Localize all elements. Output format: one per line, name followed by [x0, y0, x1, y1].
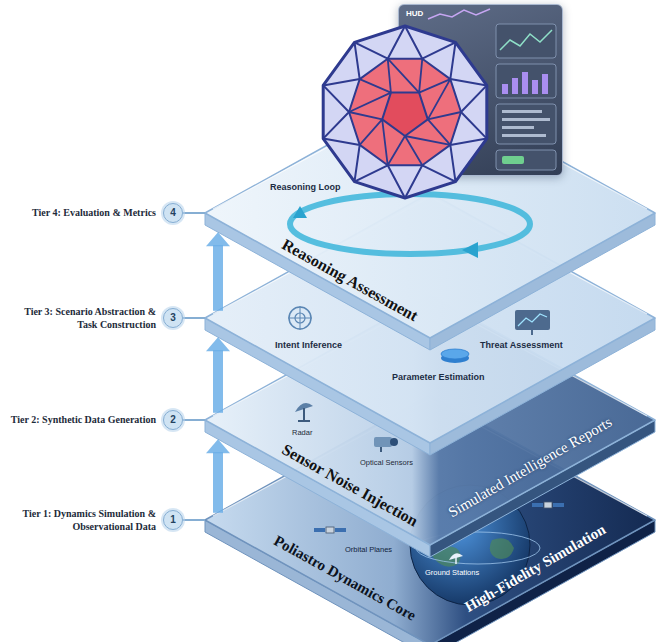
camera-stand — [380, 447, 382, 452]
hud-bar — [522, 72, 528, 94]
satellite-body — [544, 502, 552, 508]
layer-slab — [205, 193, 655, 455]
parameter-icon — [441, 349, 469, 363]
tier-number: 1 — [164, 511, 182, 529]
hud-line — [502, 134, 546, 137]
slab-face — [205, 395, 655, 642]
ground-station-icon — [449, 553, 463, 564]
sensor-caption: Radar — [292, 428, 312, 437]
layer-caption: Ground Stations — [425, 568, 479, 577]
flow-arrow — [206, 337, 230, 413]
slab-highlight — [213, 197, 647, 314]
station-mast — [455, 557, 457, 564]
layer-title: High-Fidelity Simulation — [461, 520, 608, 615]
tier-label: Tier 2: Synthetic Data Generation — [4, 414, 156, 427]
disc — [441, 349, 469, 359]
flow-arrow — [206, 439, 230, 513]
camera-body — [374, 437, 392, 447]
hud-bar — [502, 84, 508, 94]
solar-panel — [532, 503, 543, 507]
radar-mast — [303, 408, 305, 420]
tier-number: 4 — [164, 204, 182, 222]
flow-arrow — [206, 232, 230, 311]
slab-highlight — [213, 299, 647, 416]
tier-badge: Tier 2: Synthetic Data Generation2 — [163, 410, 183, 430]
tier-connector — [183, 213, 205, 214]
layer-caption: Threat Assessment — [480, 340, 563, 351]
hud-title: HUD — [406, 9, 423, 19]
monitor-chart — [518, 314, 547, 326]
tier-layer: Intent Inference Threat AssessmentParamet… — [205, 193, 655, 455]
hud-bar — [512, 78, 518, 94]
camera-lens — [390, 438, 398, 446]
tier-number: 3 — [164, 309, 182, 327]
tier-badge: Tier 3: Scenario Abstraction & Task Cons… — [163, 308, 183, 328]
polyhedron-center — [382, 93, 428, 136]
tier-number: 2 — [164, 411, 182, 429]
tier-connector — [183, 420, 205, 421]
polyhedron-mesh — [323, 26, 487, 198]
layer-caption: Reasoning Loop — [270, 182, 341, 193]
polyhedron-core — [349, 59, 461, 166]
tier-label: Tier 3: Scenario Abstraction & Task Cons… — [4, 306, 156, 331]
layer-slab — [205, 88, 655, 350]
tier-label: Tier 1: Dynamics Simulation & Observatio… — [4, 508, 156, 533]
polyhedron-mesh — [349, 59, 461, 166]
hud-card — [496, 64, 556, 98]
sensor-caption: Optical Sensors — [360, 458, 413, 467]
hud-line — [502, 110, 542, 113]
radar-base — [298, 420, 310, 422]
monitor — [515, 310, 550, 330]
connector-line — [183, 212, 205, 214]
target-ring — [289, 307, 311, 329]
layer-caption: Intent Inference — [275, 340, 342, 351]
hud-bar — [542, 74, 548, 94]
connector-line — [213, 245, 223, 311]
hud-status — [502, 156, 524, 164]
tier-connector — [183, 520, 205, 521]
connector-line — [213, 350, 223, 413]
tier-connector — [183, 318, 205, 319]
land-mass — [490, 538, 514, 559]
layer-caption: Parameter Estimation — [392, 372, 485, 383]
polyhedron-outline — [323, 26, 487, 198]
solar-panel — [553, 503, 564, 507]
connector-line — [183, 419, 205, 421]
slab-highlight — [213, 92, 647, 209]
hud-card — [496, 150, 556, 170]
hud-line-chart — [500, 30, 552, 50]
hud-line — [502, 118, 550, 121]
tier-label: Tier 4: Evaluation & Metrics — [4, 207, 156, 220]
solar-panel — [335, 528, 346, 532]
solar-panel — [314, 528, 325, 532]
slab-highlight — [213, 399, 647, 516]
layer-title: Reasoning Assessment — [279, 235, 422, 326]
hud-card — [496, 24, 556, 58]
connector-line — [183, 519, 205, 521]
hud-line — [502, 126, 534, 129]
layer-title: Simulated Intelligence Reports — [445, 413, 615, 521]
connector-line — [213, 452, 223, 513]
tier-badge: Tier 1: Dynamics Simulation & Observatio… — [163, 510, 183, 530]
satellite-body — [326, 527, 334, 533]
layer-caption: Orbital Planes — [345, 545, 392, 554]
crosshair — [300, 306, 301, 330]
monitor-stand — [531, 330, 533, 335]
tier-layer: RadarOptical SensorsSensor Noise Injecti… — [205, 295, 655, 557]
connector-line — [183, 317, 205, 319]
tier-badge: Tier 4: Evaluation & Metrics4 — [163, 203, 183, 223]
tier-layer: Reasoning LoopReasoning Assessment — [205, 88, 655, 350]
reasoning-polyhedron — [323, 26, 487, 198]
layer-title: Sensor Noise Injection — [279, 440, 422, 531]
hud-card — [496, 104, 556, 144]
hud-bar — [532, 80, 538, 94]
